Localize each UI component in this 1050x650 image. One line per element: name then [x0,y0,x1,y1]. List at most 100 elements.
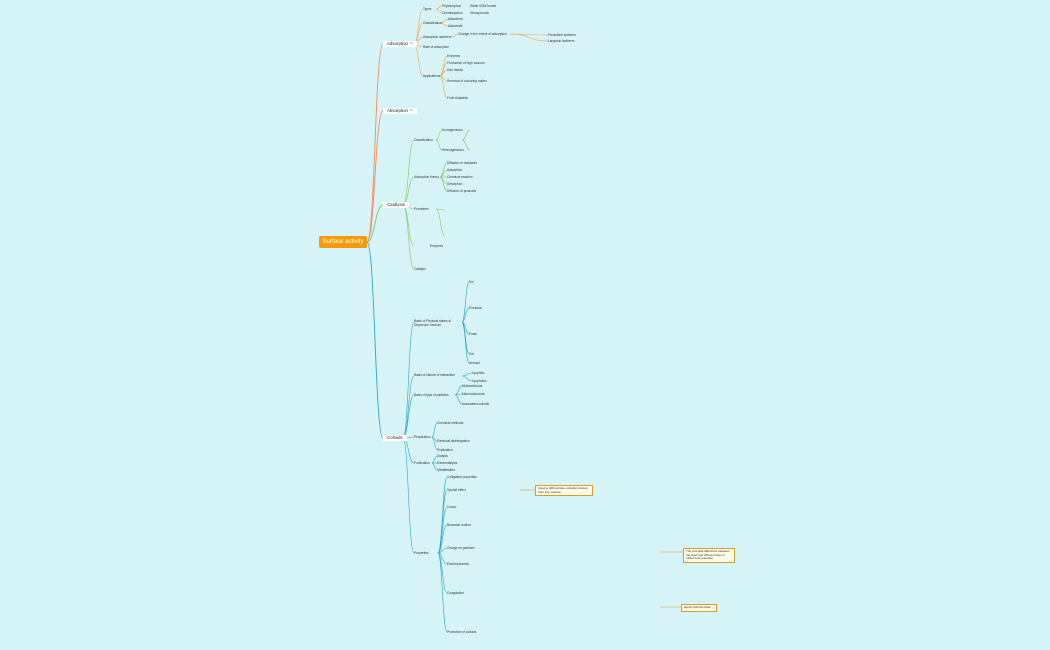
node[interactable]: Coagulation [447,591,465,595]
connector [402,139,415,206]
connector [451,33,459,38]
node[interactable]: Brownian motion [447,523,471,527]
connector [461,375,473,382]
node[interactable]: Multimolecular [462,384,483,388]
node[interactable]: Adsorption theory [414,175,439,179]
node[interactable]: Chemical methods [437,421,464,425]
node[interactable]: Properties [414,551,429,555]
node[interactable]: Colour [447,505,457,509]
connector [413,8,424,45]
node[interactable]: Foam [469,332,478,336]
node[interactable]: Gel [469,352,474,356]
hardy-schulze-callout: Hardy-Schulze Rule [681,604,717,612]
connector [437,552,448,565]
node[interactable]: Lyophobic [472,379,487,383]
connector [431,422,438,438]
node[interactable]: Change in the extent of adsorption [458,32,507,36]
node[interactable]: Froth floatation [447,96,469,100]
node[interactable]: Adsorbate [448,24,463,28]
node[interactable]: Enzymes [447,54,461,58]
connector [402,321,415,439]
node[interactable]: Sol [469,280,474,284]
connector [461,139,471,151]
connector [437,547,448,554]
node[interactable]: Catalyst [414,267,426,271]
node[interactable]: Freundlich isotherm [548,33,576,37]
connector [366,204,384,243]
node[interactable]: Strong bonds [470,11,489,15]
connector [461,307,470,323]
connector [435,129,443,141]
node[interactable]: Desorption [447,182,463,186]
node[interactable]: Purification [414,461,430,465]
connector [461,321,470,355]
node[interactable]: Classification [414,138,433,142]
node[interactable]: Applications [423,74,441,78]
node[interactable]: Production of high vacuum [447,61,485,65]
node[interactable]: Gas masks [447,68,463,72]
connector [509,33,549,42]
branch-catalysis[interactable]: Catalysis [383,202,409,208]
node[interactable]: Basis of Physical states of Dispersion m… [414,319,452,327]
tyndall-callout: Used to differentiate colloidal solution… [535,485,593,497]
node[interactable]: Lyophilic [472,371,485,375]
node[interactable]: Emulsion [469,306,483,310]
node[interactable]: Adsorption isotherm [423,35,452,39]
node[interactable]: Weak VDW bonds [470,4,496,8]
branch-colloids[interactable]: Colloids [383,435,407,441]
connector [431,462,438,471]
node[interactable]: Electrophoresis [447,562,469,566]
node[interactable]: Associated colloids [462,402,490,406]
connector [413,43,424,77]
collapse-badge[interactable]: 8+ [410,109,413,112]
node[interactable]: Diffusion of products [447,189,476,193]
node[interactable]: Homogeneous [442,128,463,132]
node[interactable]: Electrodialysis [437,461,458,465]
connector [439,176,448,192]
collapse-badge[interactable]: 8+ [410,42,413,45]
node[interactable]: Heterogeneous [442,148,464,152]
node[interactable]: Classification [423,21,442,25]
node[interactable]: Adsorption [447,168,463,172]
connector [437,552,448,633]
connector [437,552,448,594]
root-node[interactable]: Surface activity [319,236,367,248]
connector [461,321,470,364]
node[interactable]: Basis of type of particles [414,393,449,397]
node[interactable]: Colligative properties [447,475,477,479]
node[interactable]: Physisorption [442,4,462,8]
branch-label: Absorption [387,108,408,113]
node[interactable]: Chemical reaction [447,175,473,179]
connector [435,208,446,211]
node[interactable]: Ultrafiltration [437,468,455,472]
connector [439,75,448,99]
node[interactable]: Tyndall effect [447,488,466,492]
node[interactable]: Macromolecular [462,392,485,396]
node[interactable]: Aerosol [469,361,480,365]
node[interactable]: Enzymes [430,244,444,248]
node[interactable]: Promoters [414,207,429,211]
node[interactable]: Basis of Nature of interaction [414,373,455,377]
node[interactable]: Electrical disintegration [437,439,470,443]
node[interactable]: Peptization [437,448,453,452]
node[interactable]: Types [423,7,432,11]
node[interactable]: Protection of colloids [447,630,477,634]
node[interactable]: Langmuir isotherm [548,39,575,43]
node[interactable]: Chemisorption [442,11,463,15]
branch-label: Adsorption [387,41,408,46]
connector [461,129,471,141]
node[interactable]: Removal of colouring matter [447,79,487,83]
node[interactable]: Charge on particles [447,546,475,550]
connector [366,110,384,243]
connector [431,436,438,451]
connector [437,489,448,554]
node[interactable]: Rate of adsorption [423,45,450,49]
node[interactable]: Dialysis [437,454,448,458]
node[interactable]: Diffusion of reactants [447,161,477,165]
node[interactable]: Adsorbent [448,17,463,21]
connector [435,8,443,14]
node[interactable]: Preparation [414,435,431,439]
